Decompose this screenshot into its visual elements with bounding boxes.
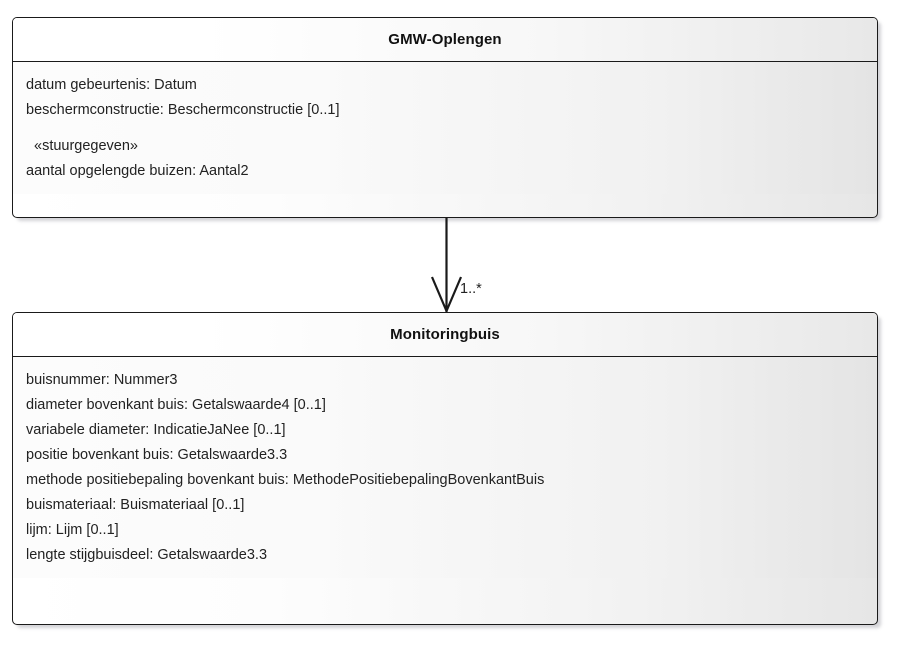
class-box-gmw-oplengen[interactable]: GMW-Oplengen datum gebeurtenis: Datum be… bbox=[12, 17, 878, 218]
class-header-gmw-oplengen: GMW-Oplengen bbox=[13, 18, 877, 62]
attribute-row: lijm: Lijm [0..1] bbox=[26, 522, 119, 538]
class-box-monitoringbuis[interactable]: Monitoringbuis buisnummer: Nummer3 diame… bbox=[12, 312, 878, 625]
class-title: Monitoringbuis bbox=[390, 326, 500, 343]
association-multiplicity-label: 1..* bbox=[460, 281, 482, 297]
attribute-row: variabele diameter: IndicatieJaNee [0..1… bbox=[26, 422, 286, 438]
attribute-stereotype: «stuurgegeven» bbox=[34, 138, 138, 154]
attribute-row: buismateriaal: Buismateriaal [0..1] bbox=[26, 497, 245, 513]
class-title: GMW-Oplengen bbox=[388, 31, 502, 48]
attribute-row: lengte stijgbuisdeel: Getalswaarde3.3 bbox=[26, 547, 268, 563]
attribute-row: diameter bovenkant buis: Getalswaarde4 [… bbox=[26, 397, 326, 413]
class-attributes-monitoringbuis: buisnummer: Nummer3 diameter bovenkant b… bbox=[13, 357, 877, 578]
attribute-row: positie bovenkant buis: Getalswaarde3.3 bbox=[26, 447, 288, 463]
attribute-row: aantal opgelengde buizen: Aantal2 bbox=[26, 163, 249, 179]
attribute-row: methode positiebepaling bovenkant buis: … bbox=[26, 472, 545, 488]
attribute-row: datum gebeurtenis: Datum bbox=[26, 77, 197, 93]
attribute-row: beschermconstructie: Beschermconstructie… bbox=[26, 102, 340, 118]
class-header-monitoringbuis: Monitoringbuis bbox=[13, 313, 877, 357]
class-attributes-gmw-oplengen: datum gebeurtenis: Datum beschermconstru… bbox=[13, 62, 877, 194]
association-arrowhead-icon bbox=[430, 276, 463, 314]
attribute-row: buisnummer: Nummer3 bbox=[26, 372, 178, 388]
